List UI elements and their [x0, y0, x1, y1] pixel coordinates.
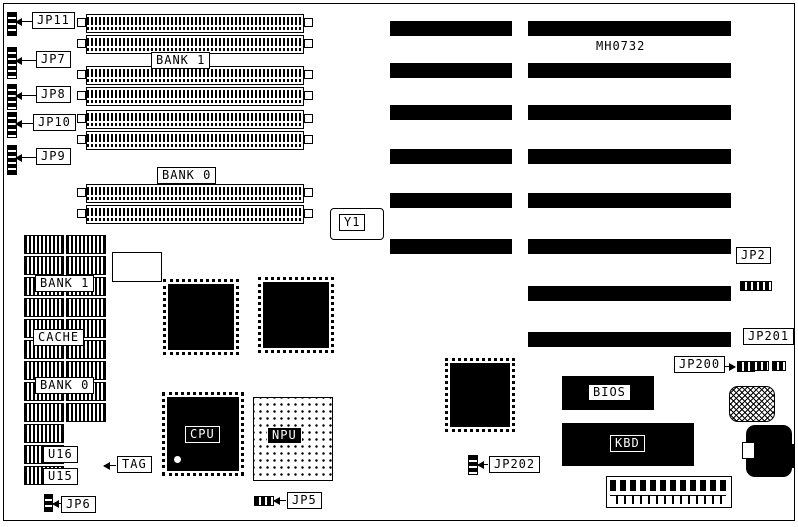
isa-slot-left-2: [390, 63, 512, 78]
isa-slot-right-8: [528, 332, 731, 347]
board-code: MH0732: [596, 39, 646, 53]
jp5-arrow: [273, 497, 286, 505]
simm-socket-8: [77, 205, 313, 224]
jp201-header-b: [772, 361, 786, 371]
jp8-arrow: [15, 92, 36, 100]
chipset-qfp: [445, 358, 515, 432]
isa-slot-right-6: [528, 239, 731, 254]
label-cache: CACHE: [33, 329, 85, 346]
simm-socket-5: [77, 110, 313, 129]
din-notch: [742, 442, 755, 459]
label-u15: U15: [43, 468, 78, 485]
isa-slot-left-1: [390, 21, 512, 36]
cache-chip: [24, 424, 64, 443]
tag-arrow: [103, 462, 116, 470]
label-tag: TAG: [117, 456, 152, 473]
jp202-arrow: [477, 461, 488, 469]
label-jp8: JP8: [36, 86, 71, 103]
jp200-header: [737, 361, 755, 372]
label-jp11: JP11: [32, 12, 75, 29]
simm-socket-4: [77, 87, 313, 106]
board-outline: [3, 3, 795, 521]
isa-slot-right-3: [528, 105, 731, 120]
isa-slot-left-4: [390, 149, 512, 164]
label-y1: Y1: [339, 214, 366, 231]
power-header-pins-bottom: [610, 495, 726, 504]
cache-chip: [66, 403, 106, 422]
din-edge-tab: [789, 444, 794, 468]
simm-socket-1: [77, 14, 313, 33]
cache-chip: [24, 403, 64, 422]
jp7-arrow: [15, 57, 36, 65]
label-jp6: JP6: [61, 496, 96, 513]
label-bank0-cache: BANK 0: [35, 377, 95, 394]
power-header-pins-top: [610, 480, 726, 491]
label-kbd: KBD: [610, 435, 645, 452]
qfp-chip-1: [163, 279, 239, 355]
jp2-header: [740, 281, 772, 291]
label-cpu: CPU: [185, 426, 220, 443]
label-jp202: JP202: [489, 456, 541, 473]
isa-slot-right-5: [528, 193, 731, 208]
keyboard-connector-hatched: [729, 386, 775, 422]
cache-chip: [24, 235, 64, 254]
jp5-header: [254, 496, 274, 506]
jp200-arrow: [725, 363, 736, 371]
label-jp5: JP5: [287, 492, 322, 509]
label-bios: BIOS: [588, 384, 631, 401]
isa-slot-right-1: [528, 21, 731, 36]
cache-chip: [66, 256, 106, 275]
isa-slot-left-5: [390, 193, 512, 208]
isa-slot-right-7: [528, 286, 731, 301]
simm-socket-6: [77, 131, 313, 150]
cache-chip: [66, 235, 106, 254]
label-u16: U16: [43, 446, 78, 463]
cache-chip: [24, 256, 64, 275]
label-jp200: JP200: [674, 356, 726, 373]
label-bank1-cache: BANK 1: [35, 275, 95, 292]
isa-slot-left-6: [390, 239, 512, 254]
jp11-arrow: [15, 18, 32, 26]
isa-slot-right-4: [528, 149, 731, 164]
empty-socket: [112, 252, 162, 282]
jp9-arrow: [15, 154, 36, 162]
isa-slot-left-3: [390, 105, 512, 120]
label-npu: NPU: [267, 427, 302, 444]
label-jp7: JP7: [36, 51, 71, 68]
cpu-pin1-dot: [174, 456, 181, 463]
label-jp201: JP201: [743, 328, 795, 345]
label-bank1-simm: BANK 1: [151, 52, 211, 69]
qfp-chip-2: [258, 277, 334, 353]
cache-chip: [66, 298, 106, 317]
cache-chip: [24, 298, 64, 317]
label-bank0-simm: BANK 0: [157, 167, 217, 184]
simm-socket-7: [77, 184, 313, 203]
jp6-arrow: [52, 500, 61, 508]
jp10-arrow: [15, 120, 33, 128]
label-jp9: JP9: [36, 148, 71, 165]
label-jp10: JP10: [33, 114, 76, 131]
label-jp2: JP2: [736, 247, 771, 264]
isa-slot-right-2: [528, 63, 731, 78]
